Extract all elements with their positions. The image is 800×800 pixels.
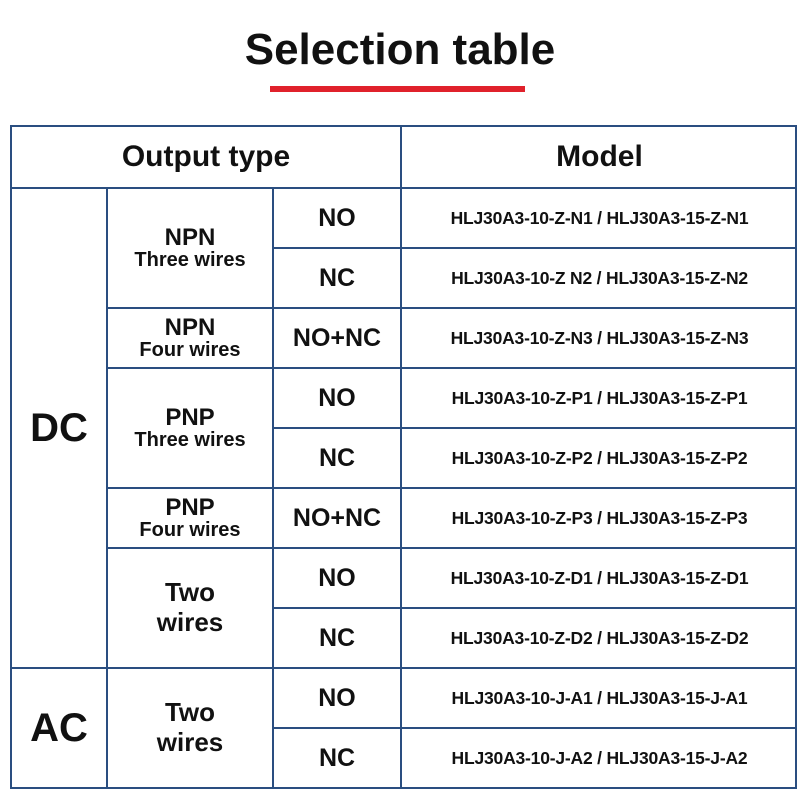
group-label-wires: Three wires	[134, 249, 246, 272]
model-cell: HLJ30A3-10-J-A2 / HLJ30A3-15-J-A2	[400, 727, 797, 787]
model-cell: HLJ30A3-10-Z-P2 / HLJ30A3-15-Z-P2	[400, 427, 797, 487]
output-cell: NC	[272, 247, 400, 307]
group-ac-two-wires: Two wires	[106, 667, 272, 787]
group-npn-three-wires: NPN Three wires	[106, 187, 272, 307]
page-title: Selection table	[244, 25, 556, 74]
group-label-line1: Two	[164, 577, 216, 608]
model-cell: HLJ30A3-10-Z-N1 / HLJ30A3-15-Z-N1	[400, 187, 797, 247]
group-label-type: NPN	[164, 313, 216, 341]
group-label-type: NPN	[164, 223, 216, 251]
model-cell: HLJ30A3-10-Z N2 / HLJ30A3-15-Z-N2	[400, 247, 797, 307]
output-cell: NO	[272, 547, 400, 607]
model-cell: HLJ30A3-10-Z-P3 / HLJ30A3-15-Z-P3	[400, 487, 797, 547]
group-label-type: PNP	[165, 403, 215, 431]
output-cell: NO+NC	[272, 307, 400, 367]
title-underline	[270, 86, 525, 92]
group-dc-two-wires: Two wires	[106, 547, 272, 667]
group-label-wires: Four wires	[139, 519, 241, 542]
supply-ac: AC	[10, 667, 106, 787]
group-pnp-four-wires: PNP Four wires	[106, 487, 272, 547]
group-npn-four-wires: NPN Four wires	[106, 307, 272, 367]
group-label-type: PNP	[165, 493, 215, 521]
output-cell: NC	[272, 727, 400, 787]
model-cell: HLJ30A3-10-Z-P1 / HLJ30A3-15-Z-P1	[400, 367, 797, 427]
group-label-wires: Four wires	[139, 339, 241, 362]
group-label-line2: wires	[156, 607, 224, 637]
output-cell: NC	[272, 607, 400, 667]
model-cell: HLJ30A3-10-Z-D1 / HLJ30A3-15-Z-D1	[400, 547, 797, 607]
output-cell: NO	[272, 667, 400, 727]
supply-dc: DC	[10, 187, 106, 667]
model-cell: HLJ30A3-10-Z-D2 / HLJ30A3-15-Z-D2	[400, 607, 797, 667]
output-cell: NO	[272, 367, 400, 427]
model-cell: HLJ30A3-10-J-A1 / HLJ30A3-15-J-A1	[400, 667, 797, 727]
selection-table: Output type Model DC AC NPN Three wires …	[10, 125, 797, 789]
group-pnp-three-wires: PNP Three wires	[106, 367, 272, 487]
model-cell: HLJ30A3-10-Z-N3 / HLJ30A3-15-Z-N3	[400, 307, 797, 367]
output-cell: NO	[272, 187, 400, 247]
group-label-line2: wires	[156, 727, 224, 757]
header-model: Model	[400, 125, 797, 187]
header-output-type: Output type	[10, 125, 400, 187]
group-label-wires: Three wires	[134, 429, 246, 452]
output-cell: NC	[272, 427, 400, 487]
group-label-line1: Two	[164, 697, 216, 728]
output-cell: NO+NC	[272, 487, 400, 547]
